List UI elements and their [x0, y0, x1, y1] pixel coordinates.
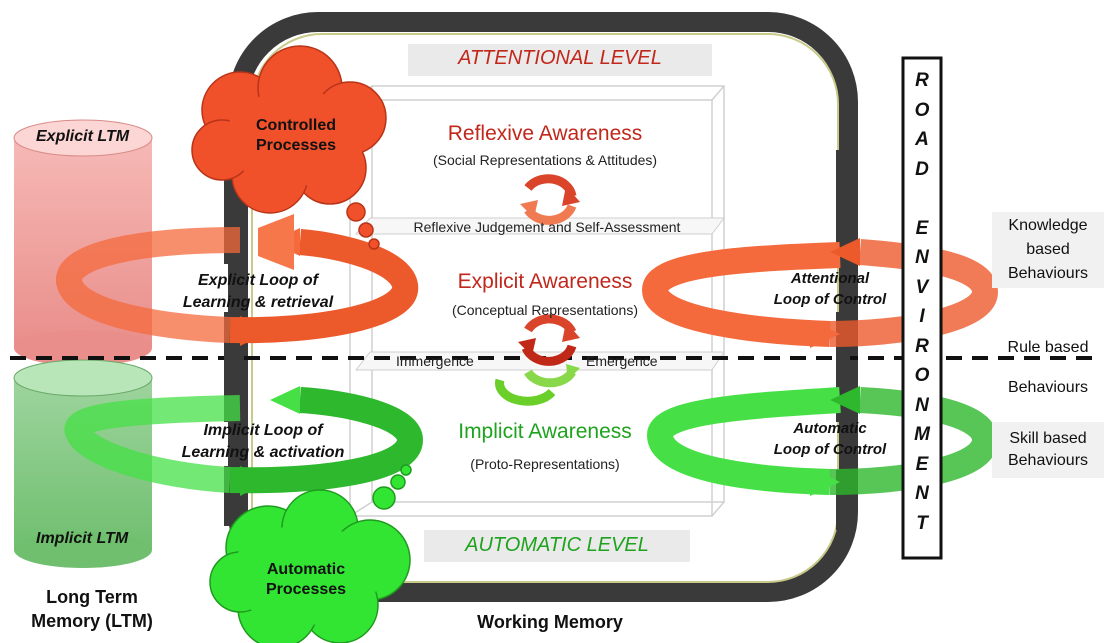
- environment-letter: [903, 184, 941, 214]
- reflexive-awareness-subtitle: (Social Representations & Attitudes): [432, 152, 658, 168]
- rule-line-1: Rule based: [1007, 339, 1089, 356]
- skill-line-2: Behaviours: [1007, 452, 1089, 469]
- implicit-ltm-label: Implicit LTM: [36, 530, 129, 547]
- explicit-loop-arrow: [56, 214, 419, 346]
- environment-letter: E: [915, 217, 929, 239]
- automatic-line-2: Processes: [265, 581, 347, 598]
- environment-letter: D: [915, 158, 929, 180]
- working-memory-frame: [228, 12, 858, 602]
- knowledge-line-1: Knowledge: [1008, 217, 1088, 234]
- attentional-loop-label: Attentional Loop of Control: [750, 268, 910, 310]
- environment-letter: R: [915, 70, 929, 91]
- environment-letter: E: [915, 453, 929, 475]
- attentional-level-banner: [408, 44, 712, 76]
- ltm-caption-line-1: Long Term: [46, 587, 138, 607]
- attentional-level-label: ATTENTIONAL LEVEL: [458, 47, 662, 69]
- explicit-loop-line-1: Explicit Loop of: [198, 272, 318, 289]
- automatic-loop-label: Automatic Loop of Control: [750, 418, 910, 460]
- automatic-processes-cloud: [209, 464, 412, 643]
- reflexive-cycle-icon: [520, 174, 580, 225]
- explicit-awareness-subtitle: (Conceptual Representations): [452, 302, 638, 318]
- automatic-processes-label: Automatic Processes: [246, 560, 366, 600]
- rule-based-label: Rule based Behaviours: [992, 328, 1104, 408]
- implicit-awareness-subtitle: (Proto-Representations): [470, 456, 620, 472]
- knowledge-line-2: based: [1026, 241, 1070, 258]
- environment-letter: O: [914, 365, 930, 386]
- environment-letter: T: [916, 512, 928, 534]
- skill-based-label: Skill based Behaviours: [992, 428, 1104, 472]
- explicit-ltm-label: Explicit LTM: [36, 128, 130, 145]
- reflexive-awareness-title: Reflexive Awareness: [447, 122, 643, 145]
- environment-letter: N: [915, 247, 929, 268]
- implicit-loop-label: Implicit Loop of Learning & activation: [158, 420, 368, 464]
- implicit-cycle-icon: [495, 364, 580, 406]
- environment-letter: V: [915, 276, 929, 298]
- skill-line-1: Skill based: [1009, 430, 1087, 447]
- automatic-line-1: Automatic: [266, 561, 346, 578]
- controlled-line-2: Processes: [255, 137, 337, 154]
- automatic-level-banner: [424, 530, 690, 562]
- emergence-label: Emergence: [586, 353, 658, 369]
- implicit-loop-line-2: Learning & activation: [181, 444, 345, 461]
- automatic-loop-line-2: Loop of Control: [773, 441, 887, 458]
- environment-letter: I: [919, 306, 925, 327]
- explicit-loop-line-2: Learning & retrieval: [182, 294, 334, 311]
- environment-letter: A: [915, 129, 929, 150]
- explicit-loop-label: Explicit Loop of Learning & retrieval: [158, 270, 358, 314]
- implicit-awareness-title: Implicit Awareness: [458, 420, 632, 443]
- rule-line-2: Behaviours: [1007, 379, 1089, 396]
- controlled-processes-label: Controlled Processes: [236, 116, 356, 156]
- implicit-loop-arrow: [64, 386, 424, 496]
- environment-letter: M: [914, 424, 930, 445]
- controlled-line-1: Controlled: [256, 117, 336, 134]
- environment-letter: N: [915, 483, 929, 504]
- ltm-caption-line-2: Memory (LTM): [31, 611, 153, 631]
- immergence-label: Immergence: [396, 353, 474, 369]
- working-memory-label: Working Memory: [477, 612, 623, 632]
- knowledge-line-3: Behaviours: [1007, 265, 1089, 282]
- environment-letter: N: [915, 394, 929, 416]
- ltm-caption: Long Term Memory (LTM): [12, 585, 172, 633]
- controlled-processes-cloud: [191, 45, 387, 250]
- skill-bg: [992, 422, 1104, 478]
- automatic-loop-line-1: Automatic: [793, 420, 867, 437]
- automatic-level-label: AUTOMATIC LEVEL: [465, 534, 649, 556]
- knowledge-bg: [992, 212, 1104, 288]
- knowledge-based-label: Knowledge based Behaviours: [992, 214, 1104, 286]
- environment-letter: O: [914, 99, 930, 121]
- environment-letter: R: [915, 335, 929, 357]
- explicit-awareness-title: Explicit Awareness: [457, 270, 633, 293]
- road-environment-box: [901, 56, 943, 560]
- explicit-cycle-icon: [518, 314, 580, 366]
- implicit-loop-line-1: Implicit Loop of: [203, 422, 323, 439]
- attentional-loop-line-2: Loop of Control: [773, 291, 887, 308]
- attentional-loop-line-1: Attentional: [790, 270, 870, 287]
- reflexive-judgement-label: Reflexive Judgement and Self-Assessment: [413, 219, 681, 235]
